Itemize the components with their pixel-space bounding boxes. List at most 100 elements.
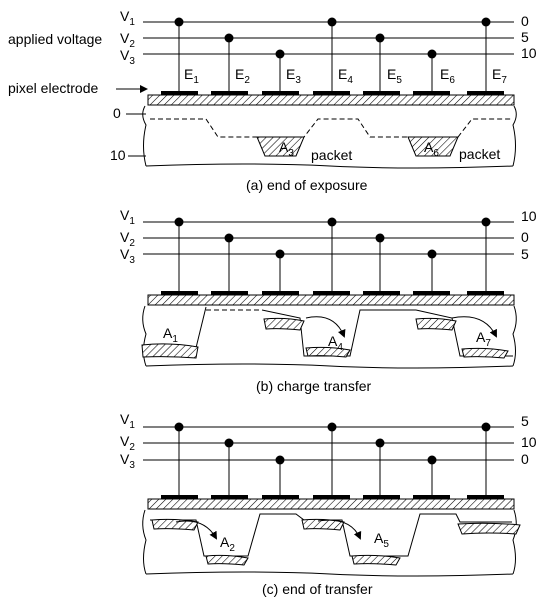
rail-value-v3: 0 (521, 451, 529, 467)
rail-label-v2: V2 (120, 30, 135, 50)
junction-dot (224, 438, 234, 448)
rail-label-v2: V2 (120, 433, 135, 453)
electrode-label-e2: E2 (235, 66, 250, 86)
pixel-electrode-label: pixel electrode (8, 80, 98, 96)
oxide-layer (147, 498, 515, 510)
packet-label-a4: A4 (328, 333, 343, 353)
rail-label-v3: V3 (120, 47, 135, 67)
substrate-right-edge (512, 105, 517, 167)
substrate-left-edge (142, 509, 147, 575)
charge-packet-a1 (141, 343, 199, 359)
packet-label-a6: A6 (424, 139, 439, 159)
oxide-layer (147, 294, 515, 306)
transfer-arrow-a2 (175, 520, 217, 540)
packet-word-a3: packet (311, 147, 352, 163)
caption-a: (a) end of exposure (246, 177, 368, 193)
junction-dot (275, 49, 285, 59)
transfer-arrow-a5 (317, 519, 362, 540)
rail-label-v1: V1 (120, 411, 135, 431)
junction-dot (375, 438, 385, 448)
electrode-plates (161, 495, 504, 499)
rail-value-v2: 5 (521, 29, 529, 45)
rail-label-v2: V2 (120, 229, 135, 249)
rail-label-v3: V3 (120, 451, 135, 471)
rail-value-v2: 10 (521, 434, 537, 450)
substrate-bottom-edge (145, 363, 514, 369)
junction-dot (327, 422, 337, 432)
electrode-drops (174, 422, 491, 497)
junction-dot (327, 217, 337, 227)
electrode-plates (161, 91, 504, 95)
packet-label-a2: A2 (220, 534, 235, 554)
junction-dot (427, 249, 437, 259)
rail-label-v1: V1 (120, 8, 135, 28)
junction-dot (275, 249, 285, 259)
transfer-arrow-a7 (451, 316, 497, 338)
electrode-label-e7: E7 (492, 66, 507, 86)
substrate-left-edge (142, 305, 147, 367)
substrate-bottom-edge (145, 571, 514, 577)
rail-value-v1: 10 (521, 208, 537, 224)
junction-dot (275, 455, 285, 465)
electrode-plates (161, 291, 504, 295)
charge-packet-a2 (205, 554, 249, 566)
electrode-label-e6: E6 (440, 66, 455, 86)
junction-dot (481, 422, 491, 432)
junction-dot (224, 33, 234, 43)
rail-value-v3: 5 (521, 246, 529, 262)
charge-packet-a2-source (151, 518, 199, 531)
junction-dot (174, 422, 184, 432)
substrate-left-edge (142, 105, 147, 167)
packet-label-a7: A7 (476, 329, 491, 349)
potential-label-10: 10 (110, 147, 126, 163)
charge-packet-a4-source (263, 317, 305, 331)
rail-value-v2: 0 (521, 229, 529, 245)
potential-label-0: 0 (113, 105, 121, 121)
oxide-layer (147, 94, 515, 106)
rail-value-v1: 0 (521, 13, 529, 29)
substrate-bottom-edge (145, 163, 514, 169)
junction-dot (375, 33, 385, 43)
packet-label-a1: A1 (163, 325, 178, 345)
junction-dot (174, 217, 184, 227)
charge-packet-a5 (351, 554, 401, 566)
packet-label-a5: A5 (374, 530, 389, 550)
junction-dot (427, 455, 437, 465)
rail-value-v1: 5 (521, 413, 529, 429)
transfer-arrow-a4 (305, 316, 346, 338)
charge-packet-a8-edge (457, 522, 521, 535)
caption-b: (b) charge transfer (256, 378, 371, 394)
packet-label-a3: A3 (279, 139, 294, 159)
electrode-label-e3: E3 (286, 66, 301, 86)
junction-dot (224, 233, 234, 243)
charge-packet-a3 (256, 136, 305, 157)
rail-label-v1: V1 (120, 207, 135, 227)
rail-label-v3: V3 (120, 246, 135, 266)
charge-packet-a5-source (301, 518, 345, 531)
electrode-drops (174, 217, 491, 293)
potential-well-profile (150, 118, 512, 138)
electrode-drops (174, 17, 491, 93)
caption-c: (c) end of transfer (262, 581, 373, 597)
packet-word-a6: packet (459, 146, 500, 162)
substrate-right-edge (512, 509, 517, 575)
charge-packet-a7 (461, 347, 509, 359)
panel-c: V1 V2 V3 5 10 0 (120, 411, 537, 597)
junction-dot (327, 17, 337, 27)
panel-b: V1 V2 V3 10 0 5 (120, 207, 537, 394)
charge-packet-a7-source (415, 317, 457, 331)
junction-dot (375, 233, 385, 243)
panel-a: V1 V2 V3 0 5 10 applied voltage pixel el… (8, 8, 537, 193)
charge-packet-a4 (305, 346, 351, 358)
junction-dot (481, 17, 491, 27)
electrode-label-e1: E1 (184, 66, 199, 86)
applied-voltage-label: applied voltage (8, 31, 102, 47)
substrate-right-edge (512, 305, 517, 367)
charge-packet-a6 (407, 136, 459, 157)
junction-dot (427, 49, 437, 59)
rail-value-v3: 10 (521, 45, 537, 61)
electrode-label-e5: E5 (387, 66, 402, 86)
junction-dot (174, 17, 184, 27)
